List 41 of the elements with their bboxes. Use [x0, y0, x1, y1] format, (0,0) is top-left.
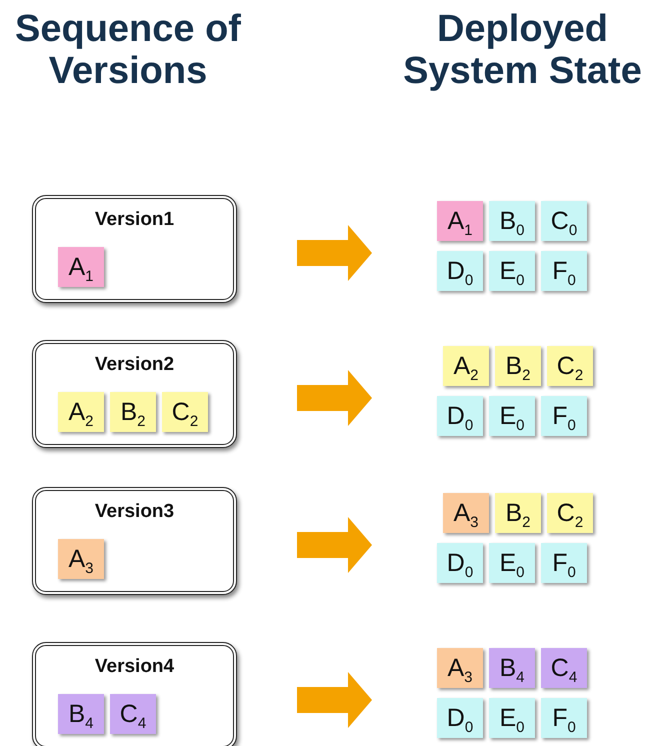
sticky-note: E$_{0}$	[489, 698, 535, 738]
sticky-note: F$_{0}$	[541, 543, 587, 583]
sticky-note: C$_{2}$	[547, 346, 593, 386]
sticky-note: D$_{0}$	[437, 251, 483, 291]
sticky-note: A$_{3}$	[58, 539, 104, 579]
sticky-note: F$_{0}$	[541, 251, 587, 291]
sticky-note: D$_{0}$	[437, 543, 483, 583]
sticky-note: C$_{2}$	[162, 392, 208, 432]
sticky-note: F$_{0}$	[541, 396, 587, 436]
version-title: Version3	[94, 501, 176, 523]
version-title: Version1	[94, 209, 176, 231]
version-title: Version4	[94, 656, 176, 678]
sticky-note: A$_{1}$	[437, 201, 483, 241]
sticky-note: C$_{2}$	[547, 493, 593, 533]
sticky-note: A$_{3}$	[437, 648, 483, 688]
sticky-note: E$_{0}$	[489, 543, 535, 583]
sticky-note: B$_{4}$	[489, 648, 535, 688]
sticky-note: F$_{0}$	[541, 698, 587, 738]
version-box	[32, 642, 237, 746]
sticky-note: A$_{3}$	[443, 493, 489, 533]
column-heading: Deployed System State	[402, 8, 643, 92]
sticky-note: A$_{1}$	[58, 247, 104, 287]
version-box	[32, 195, 237, 303]
sticky-note: A$_{2}$	[443, 346, 489, 386]
sticky-note: B$_{0}$	[489, 201, 535, 241]
sticky-note: B$_{2}$	[495, 493, 541, 533]
sticky-note: E$_{0}$	[489, 396, 535, 436]
sticky-note: B$_{2}$	[110, 392, 156, 432]
sticky-note: B$_{4}$	[58, 694, 104, 734]
sticky-note: E$_{0}$	[489, 251, 535, 291]
sticky-note: C$_{4}$	[110, 694, 156, 734]
sticky-note: B$_{2}$	[495, 346, 541, 386]
sticky-note: A$_{2}$	[58, 392, 104, 432]
sticky-note: D$_{0}$	[437, 396, 483, 436]
sticky-note: D$_{0}$	[437, 698, 483, 738]
sticky-note: C$_{4}$	[541, 648, 587, 688]
version-title: Version2	[94, 354, 176, 376]
sticky-note: C$_{0}$	[541, 201, 587, 241]
column-heading: Sequence of Versions	[14, 8, 242, 92]
version-box	[32, 340, 237, 448]
version-box	[32, 487, 237, 595]
